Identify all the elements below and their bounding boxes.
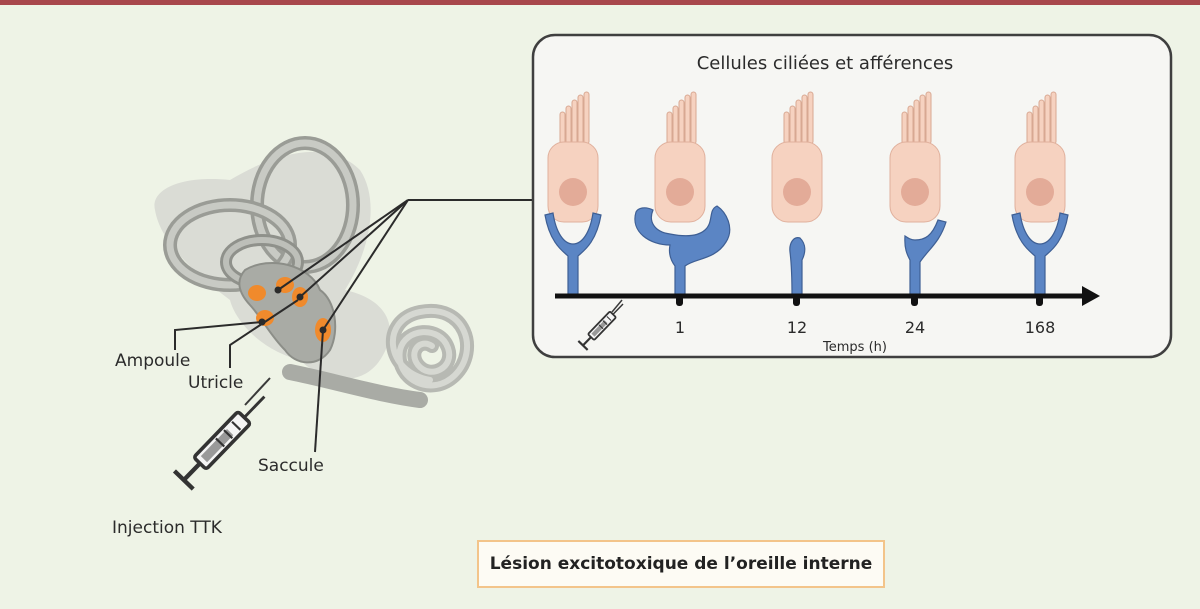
afferent-0	[544, 212, 602, 297]
hair-cell-4	[1014, 91, 1066, 223]
hair-cell-1	[654, 91, 706, 223]
saccule-label: Saccule	[258, 456, 324, 476]
hair-cell-0	[547, 91, 599, 223]
injection-needle-line	[244, 377, 271, 406]
timeline-panel	[531, 33, 1173, 359]
tick-label-168: 168	[1025, 318, 1056, 337]
ampulla-site-2	[248, 285, 266, 301]
hair-cell-2	[771, 91, 823, 223]
afferent-3	[904, 219, 947, 297]
axis-label: Temps (h)	[822, 340, 887, 355]
panel-title: Cellules ciliées et afférences	[697, 53, 954, 74]
injection-label: Injection TTK	[112, 518, 223, 538]
tick-label-12: 12	[787, 318, 807, 337]
hair-cell-3	[889, 91, 941, 223]
inner-ear-illustration	[154, 136, 475, 408]
caption-box: Lésion excitotoxique de l’oreille intern…	[477, 540, 885, 588]
tick-label-24: 24	[905, 318, 925, 337]
top-accent-bar	[0, 0, 1200, 5]
utricle-label: Utricle	[188, 373, 243, 393]
ampoule-label: Ampoule	[115, 351, 190, 371]
afferent-2	[789, 237, 806, 297]
afferent-4	[1011, 212, 1069, 297]
afferent-1	[634, 205, 731, 297]
pointer-lines	[174, 199, 535, 453]
tick-label-1: 1	[675, 318, 685, 337]
time-axis-arrowhead	[1082, 286, 1100, 306]
